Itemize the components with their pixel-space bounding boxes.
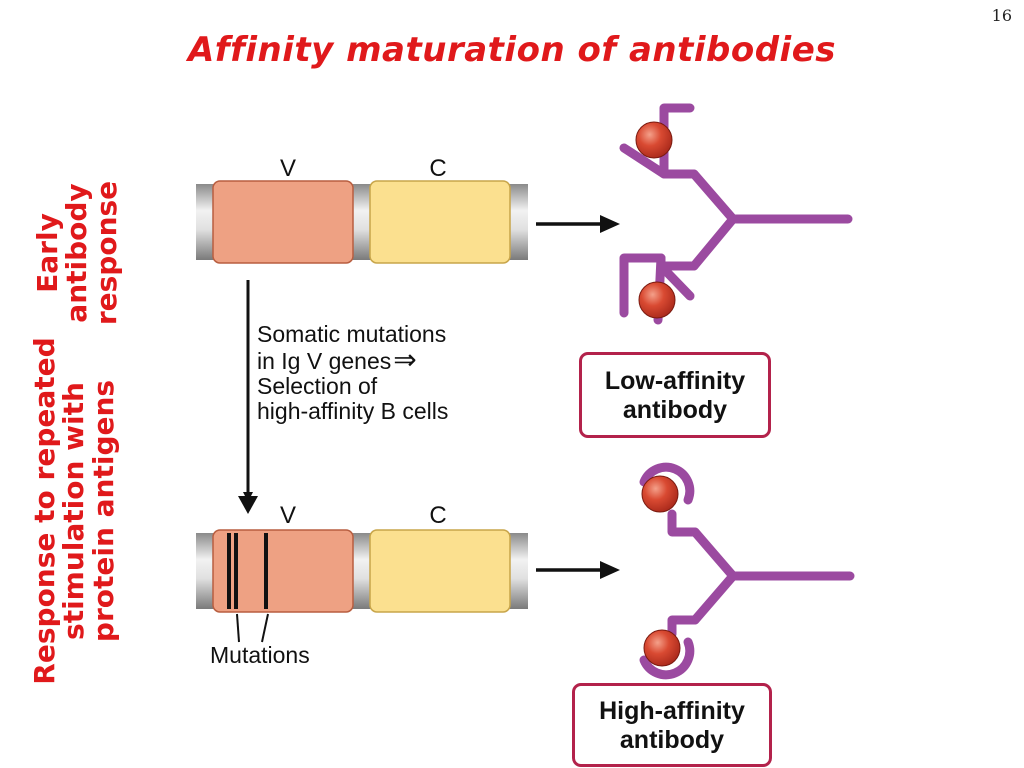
antibody-arm-upper <box>689 169 738 224</box>
c-region <box>369 529 511 613</box>
somatic-mutation-text: Somatic mutations in Ig V genes⇒ Selecti… <box>257 322 517 424</box>
implies-arrow-icon: ⇒ <box>393 344 417 375</box>
mutation-pointer <box>261 613 269 643</box>
expression-arrowhead <box>600 215 620 233</box>
high-affinity-box: High-affinity antibody <box>572 683 772 767</box>
page-title: Affinity maturation of antibodies <box>187 30 837 70</box>
antibody-arm-lower <box>690 571 738 625</box>
upper-binding-pocket <box>639 462 695 505</box>
antigen <box>641 475 679 513</box>
mutation-pointer <box>236 613 240 643</box>
antigen <box>635 121 673 159</box>
upper-binding-site-outer <box>619 143 669 179</box>
antibody-arm-upper <box>690 527 738 581</box>
mutations-label: Mutations <box>210 642 310 668</box>
maturation-arrowhead <box>238 496 258 514</box>
low-affinity-line: Low-affinity <box>604 367 746 395</box>
antigen <box>643 629 681 667</box>
process-text-line: Somatic mutations <box>257 321 447 347</box>
process-text-line: high-affinity B cells <box>257 398 449 424</box>
process-text-line: in Ig V genes⇒ <box>257 344 517 375</box>
slide-number: 16 <box>991 6 1012 25</box>
c-label: C <box>429 502 446 529</box>
lower-binding-site-outer <box>656 261 695 301</box>
low-affinity-line: antibody <box>622 396 728 424</box>
lower-binding-pocket <box>639 637 695 680</box>
process-text-fragment: in Ig V genes <box>257 348 392 374</box>
low-affinity-box: Low-affinity antibody <box>579 352 771 438</box>
upper-binding-site <box>667 509 700 537</box>
v-label: V <box>280 502 296 529</box>
early-gene: V C <box>196 155 528 264</box>
mutated-gene: V C <box>196 502 528 643</box>
lower-binding-site <box>667 615 700 639</box>
process-text-line: Selection of <box>257 373 378 399</box>
antibody-arm-lower <box>689 214 738 271</box>
c-label: C <box>429 155 446 182</box>
high-affinity-line: High-affinity <box>599 697 745 725</box>
antigen <box>638 281 676 319</box>
expression-arrowhead <box>600 561 620 579</box>
v-label: V <box>280 155 296 182</box>
high-affinity-antibody <box>639 462 855 680</box>
v-region <box>212 529 354 613</box>
c-region <box>369 180 511 264</box>
high-affinity-line: antibody <box>619 726 725 754</box>
v-region <box>212 180 354 264</box>
